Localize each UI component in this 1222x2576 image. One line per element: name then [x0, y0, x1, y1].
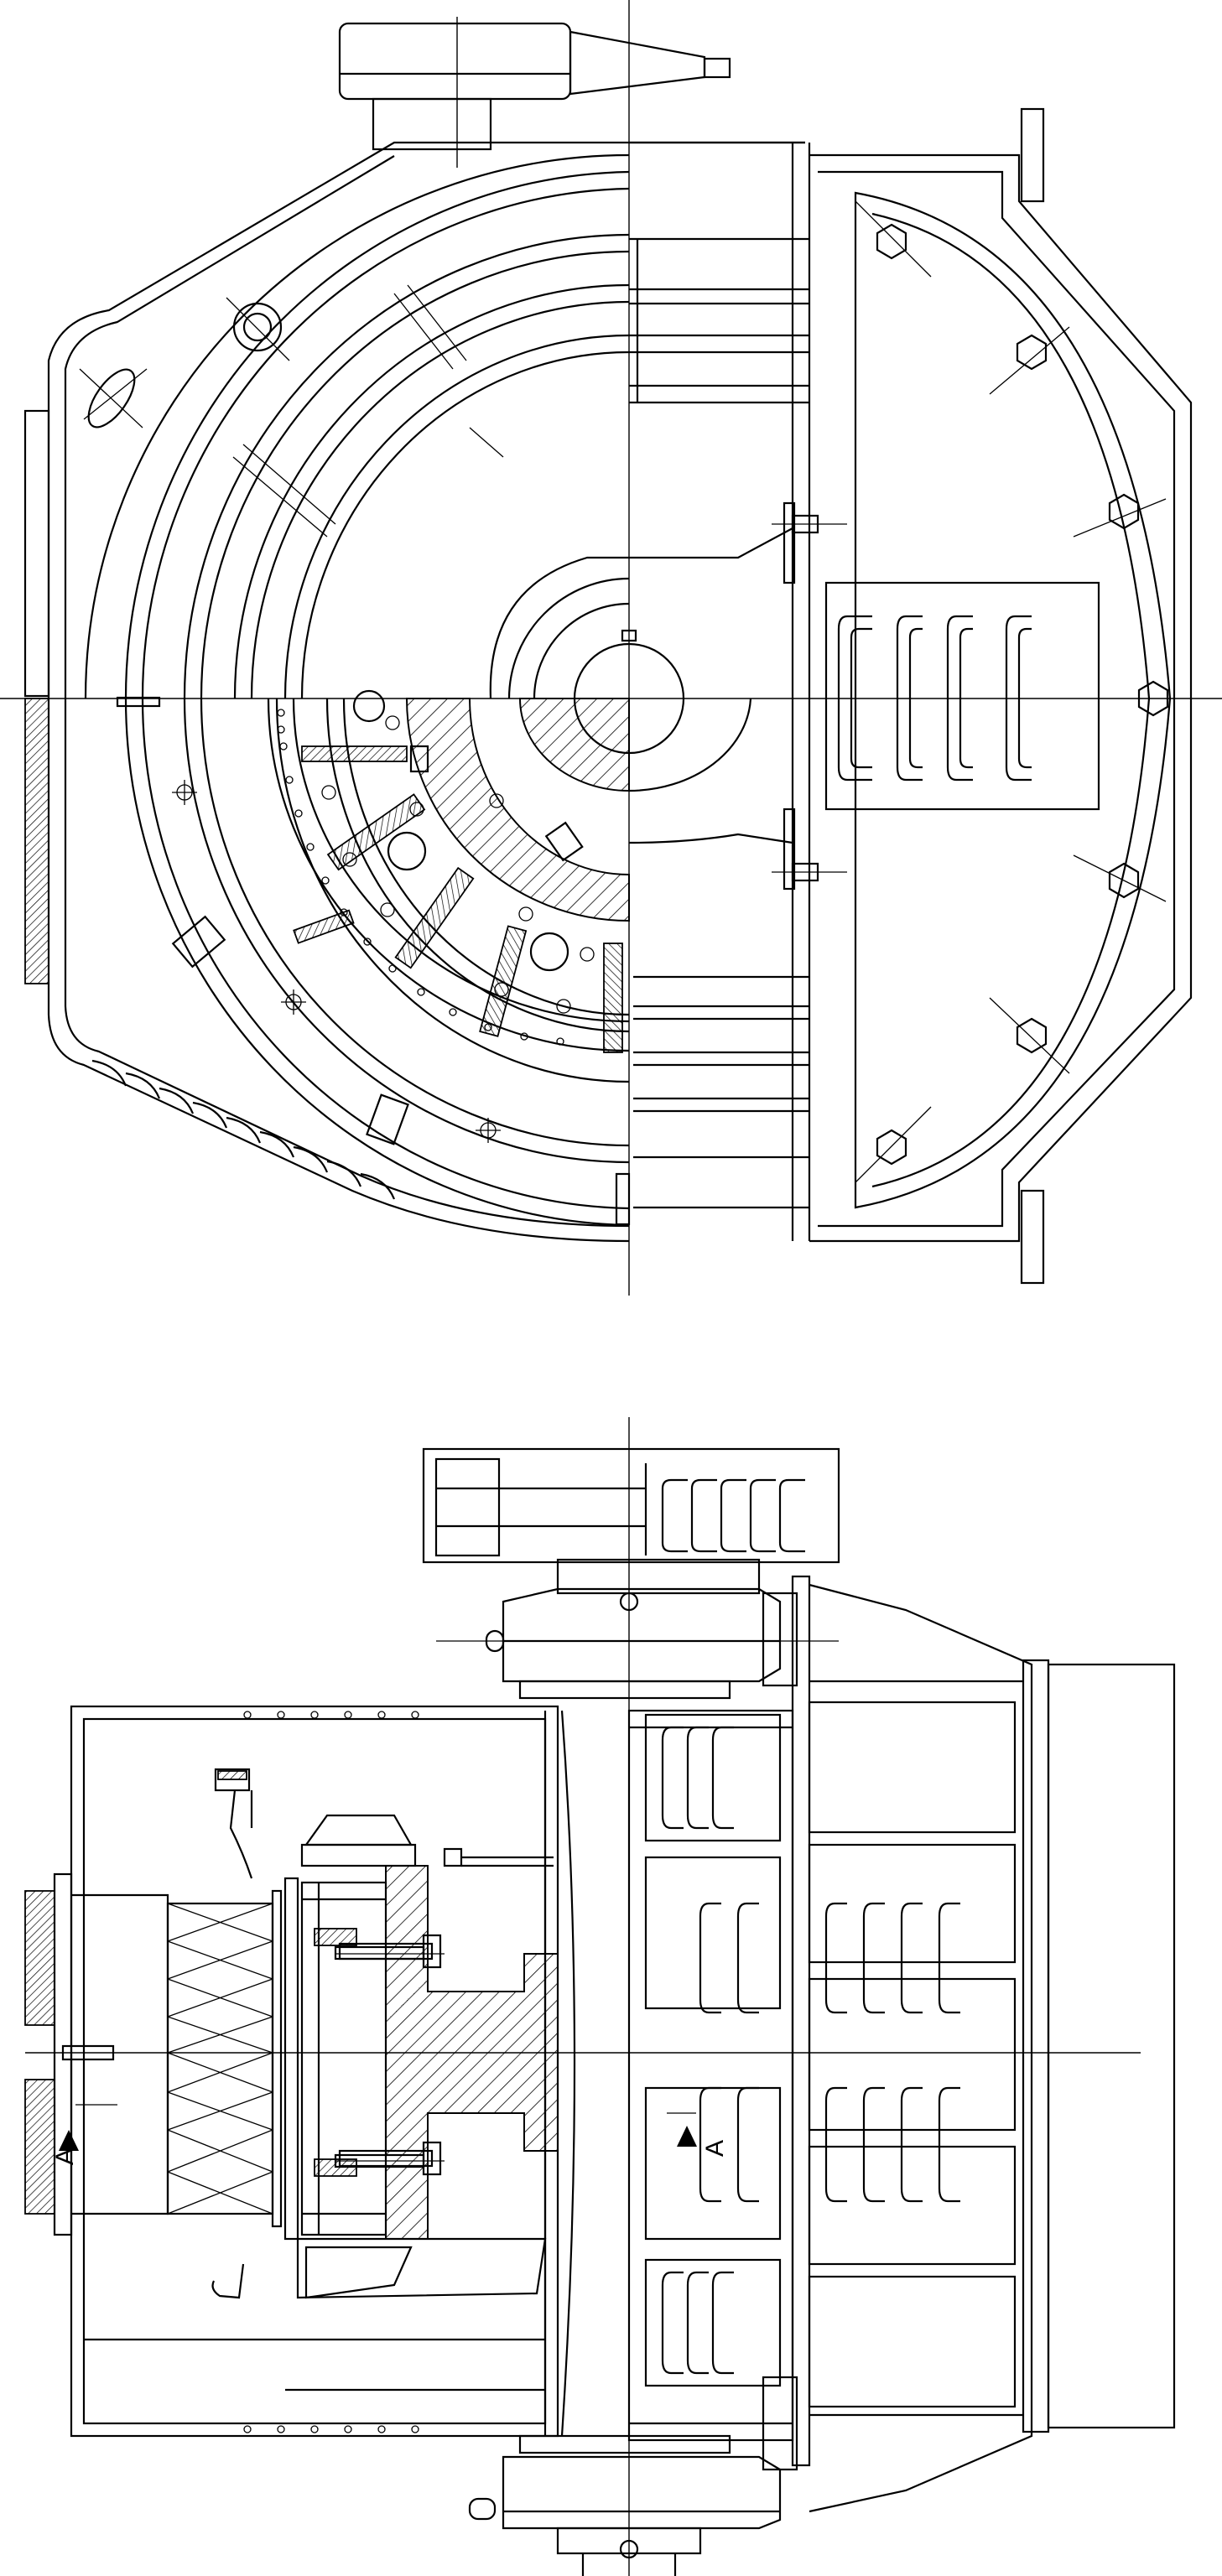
ring-spokes — [232, 284, 504, 538]
outer-housing-inner — [64, 155, 630, 1228]
mounting-foot-left-lower — [24, 698, 49, 984]
winding-coils — [166, 1877, 299, 2241]
frame-brackets — [772, 501, 847, 891]
through-bolts — [334, 1945, 445, 2168]
main-shaft — [543, 1709, 794, 2442]
expansion-tank — [338, 22, 731, 151]
side-fittings — [79, 297, 631, 1226]
bearing-housing — [489, 527, 793, 844]
section-mark-left: A — [51, 2148, 79, 2165]
rotor-spider — [300, 1865, 559, 2240]
shield-vent-window — [824, 581, 1100, 811]
lower-bearing-unit — [468, 2434, 782, 2576]
base-skid — [84, 2237, 547, 2392]
brush-holders — [211, 1768, 554, 2299]
mounting-foot-left-upper — [23, 409, 50, 698]
cooler-frame — [762, 1575, 1176, 2513]
top-terminal-box — [422, 1447, 840, 1564]
end-cover: A — [24, 1872, 169, 2236]
shield-bolts — [855, 200, 1169, 1183]
section-mark-right: A — [701, 2140, 729, 2157]
shaft-section — [518, 698, 630, 792]
cooling-ribs-bottom — [633, 975, 809, 1209]
upper-bearing-unit — [436, 1558, 839, 1700]
cooling-ribs-top — [629, 237, 809, 404]
shaft-vent-slots — [644, 1713, 782, 2387]
stator-rings — [84, 153, 630, 1227]
rotor-sector — [267, 689, 630, 1053]
rotor-spider-hub — [405, 698, 630, 922]
end-view — [0, 0, 1222, 1296]
section-mark-right-group: A — [667, 2112, 729, 2157]
outer-housing — [47, 141, 805, 1243]
frame-vent-slots — [824, 1902, 960, 2203]
end-shield — [629, 107, 1193, 1285]
side-view: A — [24, 1417, 1176, 2576]
